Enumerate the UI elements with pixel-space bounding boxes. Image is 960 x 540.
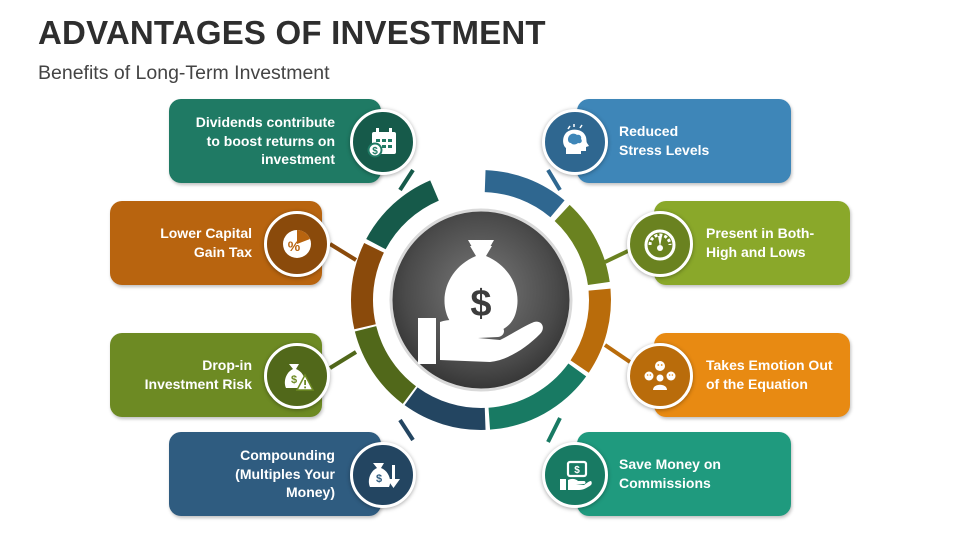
svg-text:$: $ — [291, 374, 297, 386]
money-bag-warning-icon: $ — [284, 364, 315, 391]
card-save-on-commissions: Save Money on Commissions — [577, 432, 791, 516]
emotions-people-icon — [644, 361, 676, 390]
page-title: ADVANTAGES OF INVESTMENT — [38, 14, 546, 51]
ring-segment-drop-risk — [354, 326, 417, 404]
svg-text:$: $ — [372, 146, 378, 157]
connector-dividends — [398, 168, 415, 192]
badge-compounding: $ — [350, 442, 416, 508]
money-bag-in-hand-icon: $ — [418, 240, 543, 364]
ring-segments — [350, 170, 611, 430]
connector-emotion — [603, 343, 632, 364]
badge-save-on-commissions: $ — [542, 442, 608, 508]
badge-capital-gain-tax: % — [264, 211, 330, 277]
money-in-hand-icon: $ — [560, 460, 592, 490]
connector-lines — [328, 168, 632, 443]
card-label: Reduced Stress Levels — [619, 123, 710, 158]
badge-takes-emotion-out — [627, 343, 693, 409]
card-compounding: Compounding (Multiples Your Money) — [169, 432, 381, 516]
card-label: Lower Capital Gain Tax — [160, 225, 252, 260]
money-bag-down-arrow-icon: $ — [368, 463, 400, 488]
card-reduced-stress: Reduced Stress Levels — [577, 99, 791, 183]
ring-segment-stress — [484, 170, 565, 218]
ring-segment-emotion — [570, 288, 611, 373]
card-label: Takes Emotion Out of the Equation — [706, 357, 833, 392]
connector-stress — [546, 168, 562, 192]
svg-text:$: $ — [470, 283, 491, 325]
calendar-coin-icon: $ — [367, 128, 396, 158]
page-subtitle: Benefits of Long-Term Investment — [38, 62, 330, 84]
connector-capital-tax — [328, 242, 358, 262]
card-label: Compounding (Multiples Your Money) — [235, 446, 335, 501]
card-label: Dividends contribute to boost returns on… — [195, 113, 335, 168]
card-dividends: Dividends contribute to boost returns on… — [169, 99, 381, 183]
connector-high-low — [604, 248, 631, 264]
badge-dividends: $ — [350, 109, 416, 175]
svg-text:%: % — [288, 238, 301, 254]
badge-reduced-stress — [542, 109, 608, 175]
connector-commissions — [546, 417, 562, 443]
connector-drop-risk — [328, 350, 358, 370]
gauge-icon — [644, 229, 676, 261]
svg-text:$: $ — [376, 473, 382, 485]
badge-drop-in-investment-risk: $ — [264, 343, 330, 409]
ring-segment-commissions — [488, 363, 587, 430]
ring-segment-dividends — [366, 180, 439, 250]
ring-segment-high-low — [554, 204, 610, 285]
ring-segment-compounding — [404, 387, 486, 430]
brain-head-icon — [563, 124, 589, 154]
percent-pie-icon: % — [283, 230, 311, 258]
card-label: Present in Both- High and Lows — [706, 225, 815, 260]
card-label: Save Money on Commissions — [619, 456, 721, 491]
svg-text:$: $ — [574, 465, 580, 476]
ring-segment-capital-tax — [350, 243, 384, 330]
badge-high-and-lows — [627, 211, 693, 277]
card-label: Drop-in Investment Risk — [144, 357, 252, 392]
connector-compounding — [398, 418, 415, 442]
